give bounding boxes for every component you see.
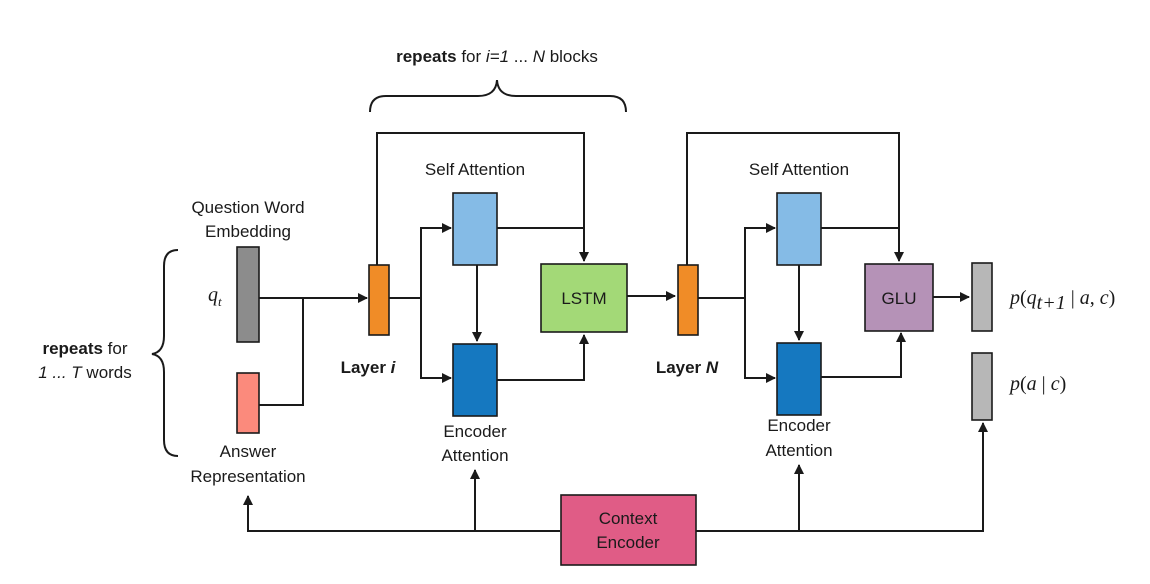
encoder-attention-1-label-2: Attention [441, 446, 508, 465]
encoder-attention-1-to-lstm-arrow [497, 334, 589, 381]
context-bus-left [243, 495, 560, 532]
output-question-formula: p(qt+1 | a, c) [1008, 287, 1115, 314]
answer-representation-label-1: Answer [220, 442, 277, 461]
self-attention-2-label: Self Attention [749, 160, 849, 179]
answer-join-wire [259, 298, 304, 406]
context-encoder-label-2: Encoder [596, 533, 660, 552]
self-attention-2-block [776, 192, 822, 266]
to-self-attention-1-arrow [420, 223, 452, 298]
layer-n-block [677, 264, 699, 336]
to-encoder-attention-n-arrow [744, 298, 776, 383]
answer-representation-label-2: Representation [190, 467, 305, 486]
layer-n-label: Layer N [656, 358, 719, 377]
question-embedding-block [236, 246, 260, 343]
left-repeat-note-line1: repeats for [42, 339, 127, 358]
encoder-attention-2-to-glu-arrow [821, 332, 906, 378]
to-self-attention-n-arrow [744, 223, 776, 298]
context-encoder-label-1: Context [599, 509, 658, 528]
output-answer-block [971, 352, 993, 421]
encoder-attention-2-block [776, 342, 822, 416]
left-repeat-note-line2: 1 ... T words [38, 363, 132, 382]
encoder-attention-2-label-1: Encoder [767, 416, 831, 435]
encoder-attention-2-label-2: Attention [765, 441, 832, 460]
output-question-block [971, 262, 993, 332]
skip-connection-block-n [686, 132, 904, 265]
left-curly-brace [151, 249, 179, 457]
self-attention-1-block [452, 192, 498, 266]
output-answer-formula: p(a | c) [1008, 373, 1066, 395]
glu-label: GLU [882, 289, 917, 308]
self-attention-1-label: Self Attention [425, 160, 525, 179]
encoder-attention-1-label-1: Encoder [443, 422, 507, 441]
q-t-symbol: qt [208, 284, 222, 309]
context-bus-right [696, 422, 988, 532]
skip-connection-block-1 [376, 132, 589, 265]
encoder-attention-1-block [452, 343, 498, 417]
context-encoder-block [560, 494, 697, 566]
question-word-embedding-label-2: Embedding [205, 222, 291, 241]
question-word-embedding-label-1: Question Word [191, 198, 304, 217]
lstm-label: LSTM [561, 289, 606, 308]
answer-representation-block [236, 372, 260, 434]
glu-block [864, 263, 934, 332]
top-curly-brace [369, 79, 627, 113]
to-encoder-attention-1-arrow [420, 298, 452, 383]
layer-i-block [368, 264, 390, 336]
top-repeat-note: repeats for i=1 ... N blocks [396, 47, 598, 66]
lstm-block [540, 263, 628, 333]
layer-i-label: Layer i [341, 358, 397, 377]
